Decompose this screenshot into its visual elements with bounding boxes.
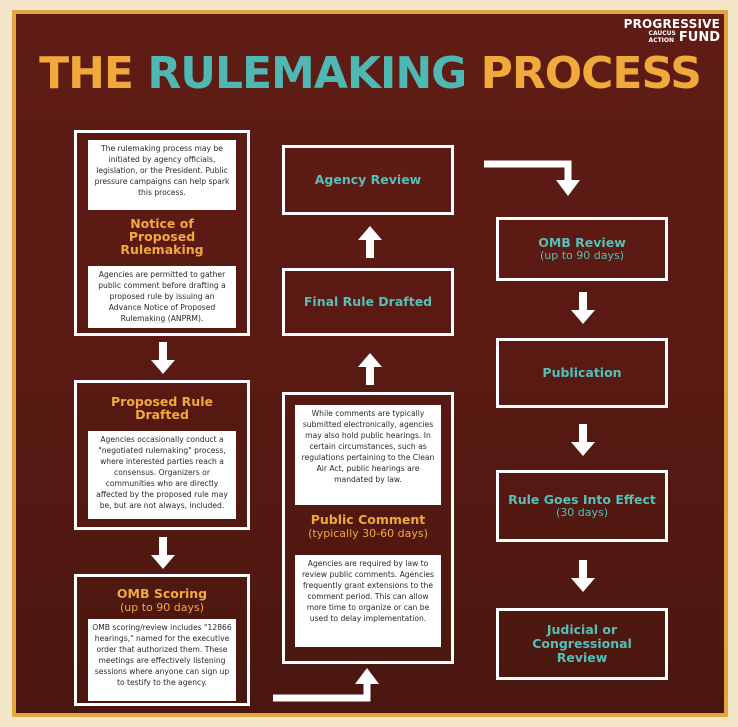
public-comment-intro: While comments are typically submitted e…: [295, 405, 441, 505]
nopr-detail: Agencies are permitted to gather public …: [88, 266, 236, 328]
omb-scoring-box: OMB Scoring (up to 90 days) OMB scoring/…: [74, 574, 250, 706]
proposed-rule-title: Proposed Rule Drafted: [111, 394, 213, 422]
title-word3: PROCESS: [480, 48, 702, 99]
judicial-review-box: Judicial or Congressional Review: [496, 608, 668, 680]
arrow-down-icon: [151, 537, 175, 569]
rule-effect-box: Rule Goes Into Effect (30 days): [496, 470, 668, 542]
public-comment-box: While comments are typically submitted e…: [282, 392, 454, 664]
omb-scoring-sub: (up to 90 days): [119, 601, 205, 614]
final-rule-box: Final Rule Drafted: [282, 268, 454, 336]
omb-scoring-title: OMB Scoring: [116, 586, 208, 601]
arrow-elbow-icon: [484, 160, 580, 196]
nopr-intro: The rulemaking process may be initiated …: [88, 140, 236, 210]
omb-review-label: OMB Review: [538, 235, 626, 250]
rule-effect-sub: (30 days): [555, 506, 609, 519]
publication-box: Publication: [496, 338, 668, 408]
final-rule-label: Final Rule Drafted: [303, 294, 433, 309]
nopr-title: Notice of Proposed Rulemaking: [120, 216, 204, 257]
omb-scoring-detail: OMB scoring/review includes "12866 heari…: [88, 619, 236, 701]
publication-label: Publication: [542, 365, 622, 380]
logo-line2b: ACTION: [648, 37, 675, 44]
judicial-review-label: Judicial or Congressional Review: [532, 622, 632, 665]
rule-effect-label: Rule Goes Into Effect: [508, 492, 656, 507]
rulemaking-poster: PROGRESSIVE CAUCUS ACTION FUND THE RULEM…: [12, 10, 728, 717]
arrow-down-icon: [151, 342, 175, 374]
logo-line3: FUND: [678, 29, 720, 45]
public-comment-title: Public Comment: [310, 512, 426, 527]
proposed-rule-box: Proposed Rule Drafted Agencies occasiona…: [74, 380, 250, 530]
title-word2: RULEMAKING: [147, 48, 467, 99]
arrow-down-icon: [571, 560, 595, 592]
proposed-rule-detail: Agencies occasionally conduct a "negotia…: [88, 431, 236, 519]
public-comment-detail: Agencies are required by law to review p…: [295, 555, 441, 647]
omb-review-sub: (up to 90 days): [539, 249, 625, 262]
logo-line1: PROGRESSIVE: [623, 17, 720, 31]
nopr-box: The rulemaking process may be initiated …: [74, 130, 250, 336]
arrow-down-icon: [571, 292, 595, 324]
logo-line2a: CAUCUS: [648, 30, 676, 37]
title-word1: THE: [39, 48, 134, 99]
arrow-down-icon: [571, 424, 595, 456]
arrow-elbow-icon: [273, 668, 379, 702]
public-comment-sub: (typically 30-60 days): [308, 527, 428, 540]
logo: PROGRESSIVE CAUCUS ACTION FUND: [624, 18, 720, 44]
omb-review-box: OMB Review (up to 90 days): [496, 217, 668, 281]
page-title: THE RULEMAKING PROCESS: [16, 48, 724, 99]
agency-review-box: Agency Review: [282, 145, 454, 215]
arrow-up-icon: [358, 353, 382, 385]
agency-review-label: Agency Review: [314, 172, 422, 187]
arrow-up-icon: [358, 226, 382, 258]
